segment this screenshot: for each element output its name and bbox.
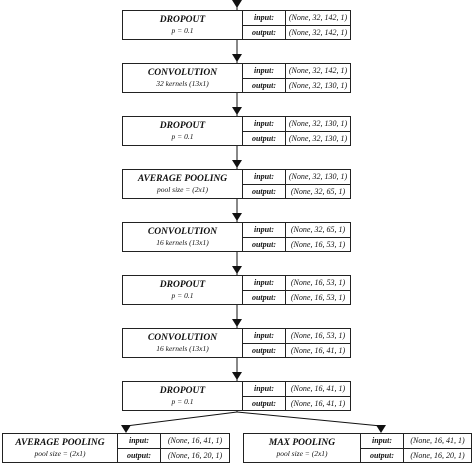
input-label: input: [243, 382, 286, 396]
input-label: input: [243, 223, 286, 237]
input-shape: (None, 16, 53, 1) [290, 331, 346, 341]
input-shape: (None, 32, 142, 1) [288, 66, 348, 76]
layer-params: p = 0.1 [171, 26, 194, 35]
layer-params: pool size = (2x1) [156, 185, 209, 194]
arrow-icon [232, 160, 242, 168]
output-label: output: [243, 78, 286, 92]
layer-title: CONVOLUTION [147, 68, 218, 78]
output-shape: (None, 16, 53, 1) [290, 292, 346, 302]
layer-block-average-pooling-branch: AVERAGE POOLING pool size = (2x1) input:… [2, 433, 230, 463]
input-label: input: [361, 434, 404, 448]
input-shape: (None, 32, 65, 1) [290, 225, 346, 235]
output-shape: (None, 32, 65, 1) [290, 186, 346, 196]
layer-params: pool size = (2x1) [34, 449, 86, 458]
layer-params: p = 0.1 [171, 397, 194, 406]
layer-params: 16 kernels (13x1) [156, 238, 209, 247]
arrow-icon [232, 319, 242, 327]
arrow-icon [232, 107, 242, 115]
layer-title: AVERAGE POOLING [137, 174, 228, 184]
layer-title: AVERAGE POOLING [15, 438, 105, 448]
layer-params: 16 kernels (13x1) [156, 344, 209, 353]
output-label: output: [361, 448, 404, 462]
layer-title: DROPOUT [159, 15, 206, 25]
arrow-icon [232, 266, 242, 274]
input-shape: (None, 32, 142, 1) [288, 13, 348, 23]
output-shape: (None, 16, 20, 1) [410, 450, 465, 460]
layer-block-max-pooling-branch: MAX POOLING pool size = (2x1) input: (Non… [243, 433, 472, 463]
input-shape: (None, 16, 41, 1) [167, 436, 223, 446]
arrow-icon [232, 372, 242, 380]
branch-left-line [125, 411, 238, 427]
output-label: output: [243, 343, 286, 357]
output-label: output: [118, 448, 161, 462]
arrow-icon [376, 425, 386, 433]
output-label: output: [243, 237, 286, 251]
output-label: output: [243, 184, 286, 198]
input-shape: (None, 16, 41, 1) [290, 384, 346, 394]
input-label: input: [243, 329, 286, 343]
output-shape: (None, 32, 130, 1) [288, 80, 348, 90]
input-shape: (None, 32, 130, 1) [288, 172, 348, 182]
arrow-icon [232, 0, 242, 8]
output-shape: (None, 32, 142, 1) [288, 27, 348, 37]
output-shape: (None, 16, 53, 1) [290, 239, 346, 249]
input-shape: (None, 32, 130, 1) [288, 119, 348, 129]
layer-block-convolution-1: CONVOLUTION 32 kernels (13x1) input:(Non… [122, 63, 351, 93]
input-label: input: [243, 11, 286, 25]
layer-block-average-pooling: AVERAGE POOLING pool size = (2x1) input:… [122, 169, 351, 199]
input-label: input: [118, 434, 161, 448]
layer-block-dropout-3: DROPOUT p = 0.1 input:(None, 16, 53, 1) … [122, 275, 351, 305]
branch-right-line [236, 411, 382, 427]
output-label: output: [243, 25, 286, 39]
layer-params: 32 kernels (13x1) [156, 79, 209, 88]
output-shape: (None, 32, 130, 1) [288, 133, 348, 143]
output-shape: (None, 16, 41, 1) [290, 345, 346, 355]
layer-params: p = 0.1 [171, 291, 194, 300]
arrow-icon [232, 54, 242, 62]
output-label: output: [243, 290, 286, 304]
output-shape: (None, 16, 20, 1) [167, 450, 223, 460]
layer-title: DROPOUT [159, 386, 206, 396]
layer-block-dropout-1: DROPOUT p = 0.1 input:(None, 32, 142, 1)… [122, 10, 351, 40]
input-label: input: [243, 276, 286, 290]
output-shape: (None, 16, 41, 1) [290, 398, 346, 408]
layer-block-convolution-3: CONVOLUTION 16 kernels (13x1) input: (Non… [122, 328, 351, 358]
input-shape: (None, 16, 41, 1) [410, 436, 465, 446]
layer-title: DROPOUT [159, 280, 206, 290]
layer-params: p = 0.1 [171, 132, 194, 141]
input-label: input: [243, 64, 286, 78]
layer-title: MAX POOLING [268, 438, 336, 448]
layer-title: CONVOLUTION [147, 333, 218, 343]
layer-block-dropout-2: DROPOUT p = 0.1 input:(None, 32, 130, 1)… [122, 116, 351, 146]
input-label: input: [243, 170, 286, 184]
layer-title: CONVOLUTION [147, 227, 218, 237]
layer-title: DROPOUT [159, 121, 206, 131]
layer-block-convolution-2: CONVOLUTION 16 kernels (13x1) input: (Non… [122, 222, 351, 252]
arrow-icon [121, 425, 131, 433]
layer-params: pool size = (2x1) [276, 449, 328, 458]
input-label: input: [243, 117, 286, 131]
output-label: output: [243, 131, 286, 145]
arrow-icon [232, 213, 242, 221]
layer-block-dropout-4: DROPOUT p = 0.1 input:(None, 16, 41, 1) … [122, 381, 351, 411]
input-shape: (None, 16, 53, 1) [290, 278, 346, 288]
output-label: output: [243, 396, 286, 410]
